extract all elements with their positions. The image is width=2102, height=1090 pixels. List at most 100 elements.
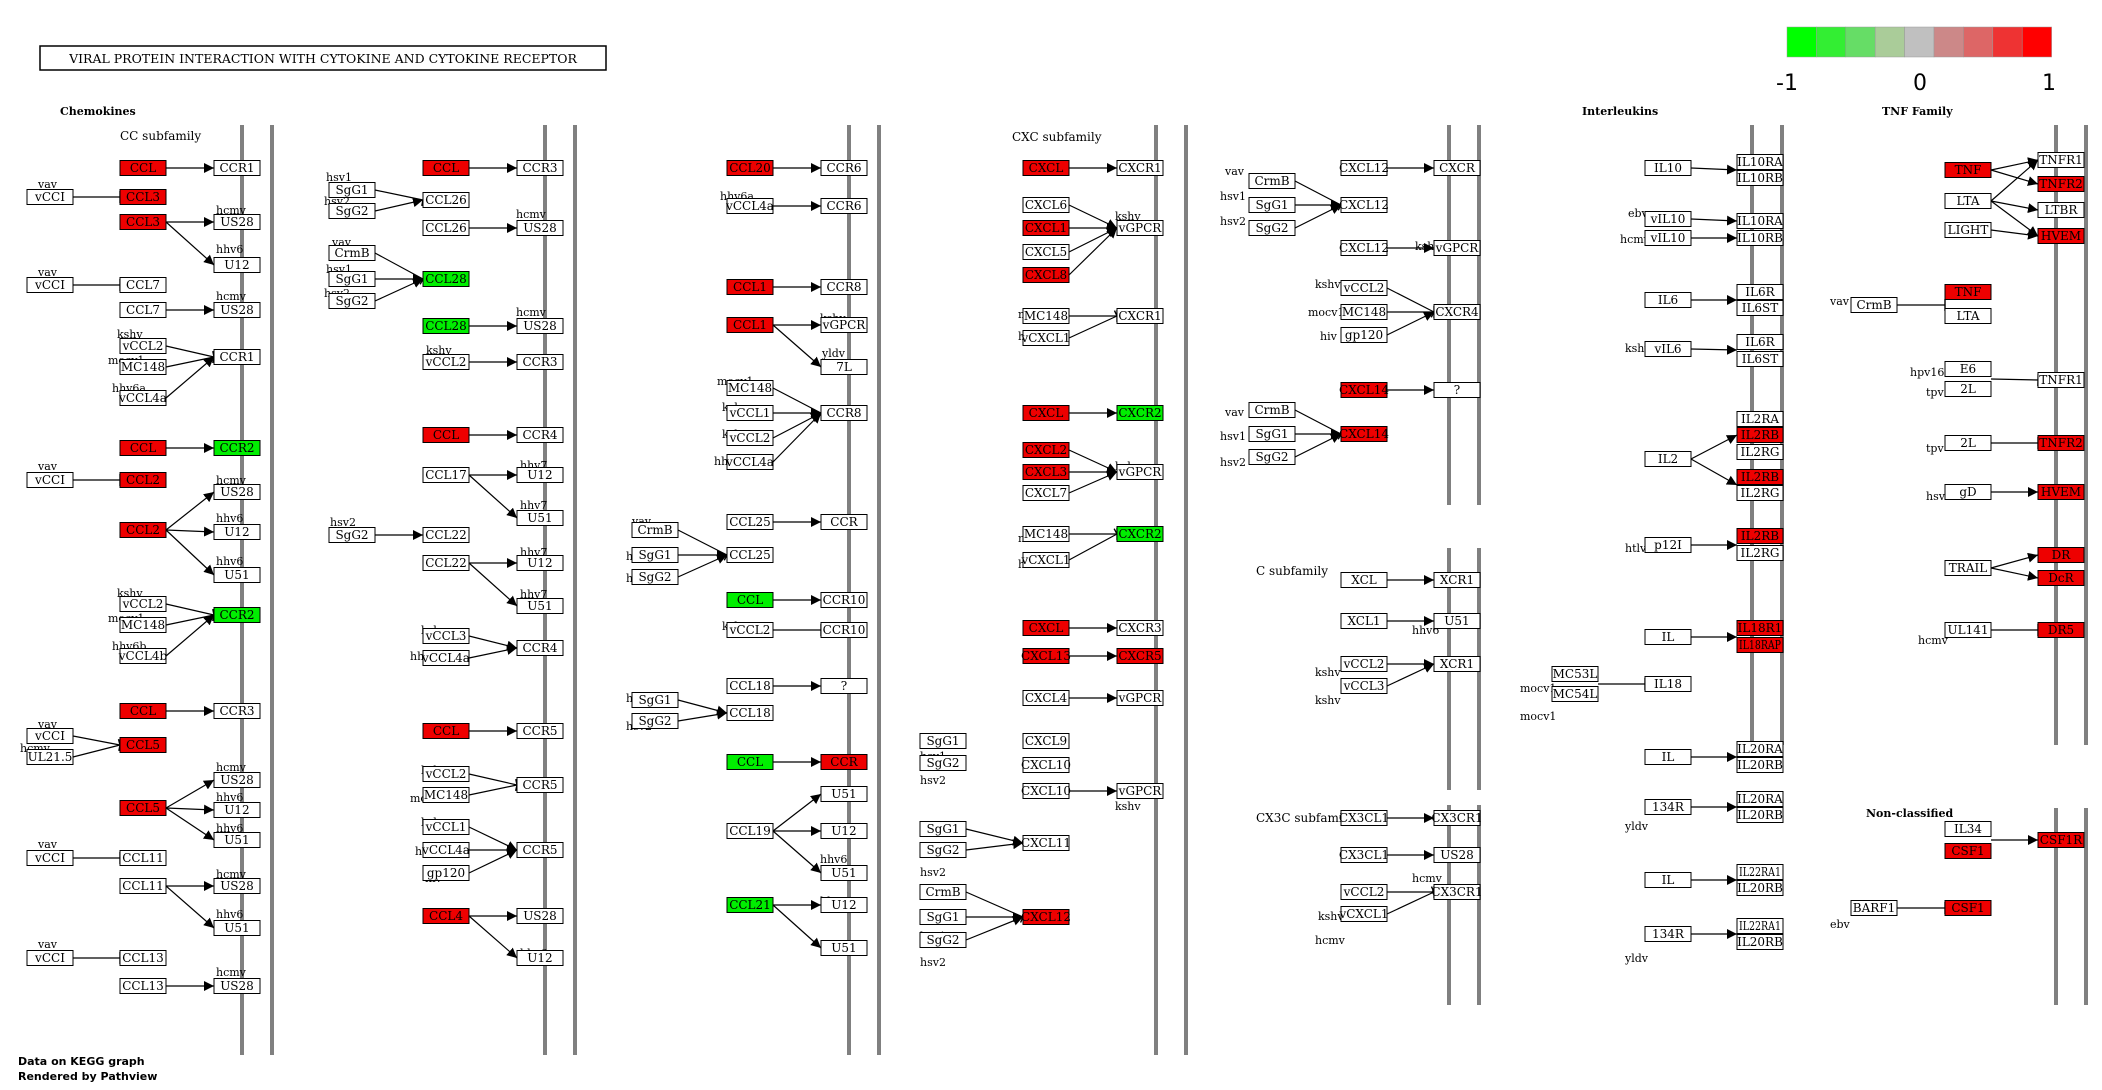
gene-node[interactable]: vCCL2 [726,430,774,446]
gene-node[interactable]: CCR3 [213,703,261,719]
gene-node[interactable]: MC148 [1022,526,1070,542]
gene-node[interactable]: vGPCR [1116,690,1164,706]
gene-node[interactable]: CCL1 [726,317,774,333]
gene-node[interactable]: US28 [516,908,564,924]
gene-node[interactable]: 2L [1944,435,1992,451]
gene-node[interactable]: IL10RA [1736,213,1784,229]
gene-node[interactable]: IL18 [1644,676,1692,692]
gene-node[interactable]: vCCL2 [1340,656,1388,672]
gene-node[interactable]: IL34 [1944,821,1992,837]
gene-node[interactable]: gD [1944,484,1992,500]
gene-node[interactable]: SgG1 [1248,426,1296,442]
gene-node[interactable]: vIL10 [1644,211,1692,227]
gene-node[interactable]: CXCL1 [1022,220,1070,236]
gene-node[interactable]: CrmB [1248,402,1296,418]
gene-node[interactable]: vIL6 [1644,341,1692,357]
gene-node[interactable]: SgG1 [919,909,967,925]
gene-node[interactable]: vCXCL1 [1020,552,1071,568]
gene-node[interactable]: U12 [516,950,564,966]
gene-node[interactable]: CCL25 [726,514,774,530]
gene-node[interactable]: XCR1 [1433,572,1481,588]
gene-node[interactable]: IL20RB [1736,807,1784,823]
gene-node[interactable]: CXCR4 [1433,304,1481,320]
gene-node[interactable]: IL2RB [1736,528,1784,544]
gene-node[interactable]: IL20RB [1736,880,1784,896]
gene-node[interactable]: vCCI [26,728,74,744]
gene-node[interactable]: CSF1R [2037,832,2085,848]
gene-node[interactable]: vGPCR [1433,240,1481,256]
gene-node[interactable]: CXCR3 [1116,620,1164,636]
gene-node[interactable]: CXCL14 [1339,382,1389,398]
gene-node[interactable]: CCL [119,160,167,176]
gene-node[interactable]: IL22RA1 [1736,918,1784,934]
gene-node[interactable]: CCL [422,160,470,176]
gene-node[interactable]: CCL17 [422,467,470,483]
gene-node[interactable]: TNF [1944,284,1992,300]
gene-node[interactable]: CXCL [1022,160,1070,176]
gene-node[interactable]: vCXCL1 [1338,906,1389,922]
gene-node[interactable]: U12 [820,823,868,839]
gene-node[interactable]: IL18RAP [1736,637,1784,653]
gene-node[interactable]: vCCI [26,189,74,205]
gene-node[interactable]: p12I [1644,537,1692,553]
gene-node[interactable]: IL [1644,872,1692,888]
gene-node[interactable]: SgG2 [631,713,679,729]
gene-node[interactable]: CrmB [631,522,679,538]
gene-node[interactable]: U51 [516,598,564,614]
gene-node[interactable]: U12 [213,802,261,818]
gene-node[interactable]: CCL18 [726,678,774,694]
gene-node[interactable]: SgG2 [1248,449,1296,465]
gene-node[interactable]: IL20RA [1736,741,1784,757]
gene-node[interactable]: SgG2 [328,203,376,219]
gene-node[interactable]: DR [2037,547,2085,563]
gene-node[interactable]: LTA [1944,308,1992,324]
gene-node[interactable]: CXCR1 [1116,308,1164,324]
gene-node[interactable]: MC148 [119,617,167,633]
gene-node[interactable]: IL2RB [1736,469,1784,485]
gene-node[interactable]: IL10RB [1736,170,1784,186]
gene-node[interactable]: IL6R [1736,284,1784,300]
gene-node[interactable]: UL21.5 [26,749,74,765]
gene-node[interactable]: IL20RB [1736,757,1784,773]
gene-node[interactable]: vGPCR [820,317,868,333]
gene-node[interactable]: CCR10 [820,592,868,608]
gene-node[interactable]: CCL11 [119,878,167,894]
gene-node[interactable]: vCCL3 [1340,678,1388,694]
gene-node[interactable]: CCR5 [516,723,564,739]
gene-node[interactable]: CCR1 [213,349,261,365]
gene-node[interactable]: vCCI [26,472,74,488]
gene-node[interactable]: vCCL4a [725,198,774,214]
gene-node[interactable]: 134R [1644,799,1692,815]
gene-node[interactable]: CCL21 [726,897,774,913]
gene-node[interactable]: US28 [516,220,564,236]
gene-node[interactable]: CCR8 [820,405,868,421]
gene-node[interactable]: U51 [820,940,868,956]
gene-node[interactable]: LTBR [2037,202,2085,218]
gene-node[interactable]: CCL [119,440,167,456]
gene-node[interactable]: vIL10 [1644,230,1692,246]
gene-node[interactable]: CCL5 [119,737,167,753]
gene-node[interactable]: SgG1 [328,271,376,287]
gene-node[interactable]: SgG1 [919,821,967,837]
gene-node[interactable]: vCCL4b [118,648,168,664]
gene-node[interactable]: CCR5 [516,777,564,793]
gene-node[interactable]: US28 [213,484,261,500]
gene-node[interactable]: CCL [422,427,470,443]
gene-node[interactable]: CCL7 [119,302,167,318]
gene-node[interactable]: CCL2 [119,522,167,538]
gene-node[interactable]: ? [820,678,868,694]
gene-node[interactable]: CCL1 [726,279,774,295]
gene-node[interactable]: vCCI [26,950,74,966]
gene-node[interactable]: CCL [422,723,470,739]
gene-node[interactable]: CCL3 [119,189,167,205]
gene-node[interactable]: CCL28 [422,271,470,287]
gene-node[interactable]: IL20RB [1736,934,1784,950]
gene-node[interactable]: U12 [516,555,564,571]
gene-node[interactable]: IL2RG [1736,485,1784,501]
gene-node[interactable]: UL141 [1944,622,1992,638]
gene-node[interactable]: E6 [1944,361,1992,377]
gene-node[interactable]: CCL28 [422,318,470,334]
gene-node[interactable]: MC148 [726,380,774,396]
gene-node[interactable]: IL10 [1644,160,1692,176]
gene-node[interactable]: CrmB [328,245,376,261]
